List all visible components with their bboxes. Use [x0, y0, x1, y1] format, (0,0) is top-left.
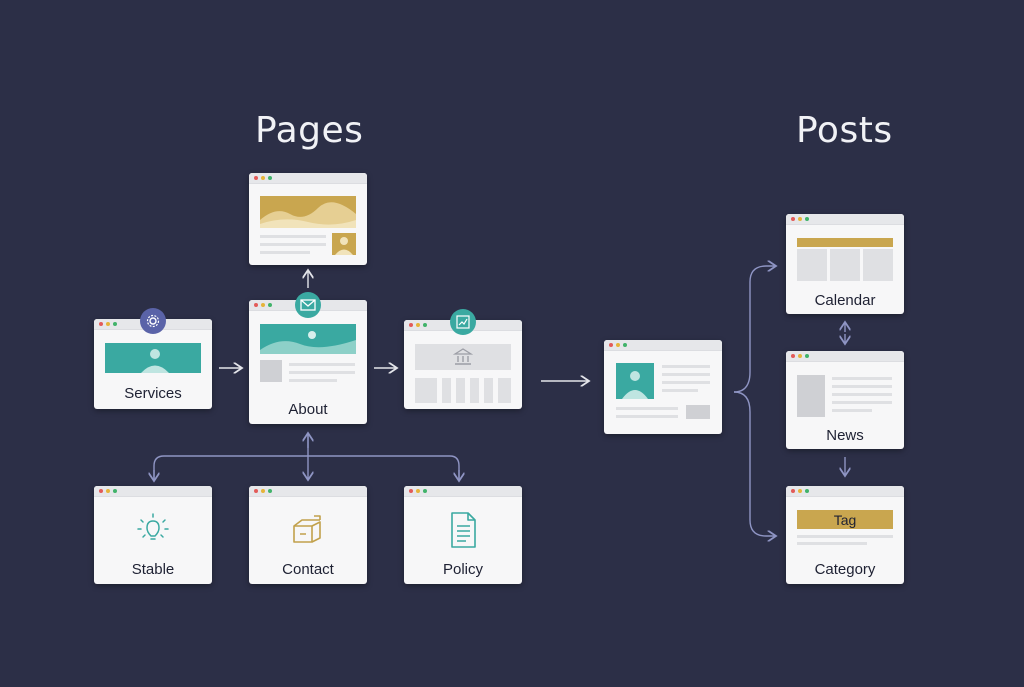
window-bar: [94, 486, 212, 497]
bank-icon: [453, 348, 473, 365]
policy-label: Policy: [442, 561, 483, 578]
news-label: News: [826, 427, 864, 444]
category-label: Category: [814, 561, 876, 578]
page-card-contact[interactable]: Contact: [249, 486, 367, 584]
hero-image: [105, 343, 201, 373]
window-bar: [786, 351, 904, 362]
calendar-header-bar: [797, 238, 893, 247]
page-card-gallery[interactable]: [249, 173, 367, 265]
window-bar: [786, 214, 904, 225]
article-image: [616, 363, 654, 399]
portrait-thumbnail: [332, 233, 356, 255]
services-label: Services: [124, 385, 182, 402]
stable-label: Stable: [131, 561, 175, 578]
mailbox-icon: [293, 515, 321, 543]
pages-heading: Pages: [255, 110, 364, 151]
hero-image: [260, 324, 356, 354]
tag-label: Tag: [833, 511, 857, 528]
page-card-about[interactable]: About: [249, 300, 367, 424]
page-card-policy[interactable]: Policy: [404, 486, 522, 584]
about-children-connector: [154, 433, 459, 481]
post-card-news[interactable]: News: [786, 351, 904, 449]
window-bar: [249, 173, 367, 184]
window-bar: [249, 486, 367, 497]
mail-icon: [295, 292, 321, 318]
posts-heading: Posts: [796, 110, 893, 151]
posts-brace-connector: [733, 266, 776, 536]
about-label: About: [288, 401, 328, 418]
tag-chip[interactable]: Tag: [797, 510, 893, 529]
lightbulb-icon: [137, 513, 169, 540]
post-card-calendar[interactable]: Calendar: [786, 214, 904, 314]
window-bar: [786, 486, 904, 497]
landscape-banner-image: [260, 196, 356, 228]
contact-label: Contact: [282, 561, 334, 578]
gear-icon: [140, 308, 166, 334]
calendar-label: Calendar: [814, 292, 876, 309]
window-bar: [604, 340, 722, 351]
chart-icon: [450, 309, 476, 335]
post-card-category[interactable]: Tag Category: [786, 486, 904, 584]
post-card-article[interactable]: [604, 340, 722, 434]
page-card-stable[interactable]: Stable: [94, 486, 212, 584]
window-bar: [404, 486, 522, 497]
document-icon: [451, 512, 476, 548]
